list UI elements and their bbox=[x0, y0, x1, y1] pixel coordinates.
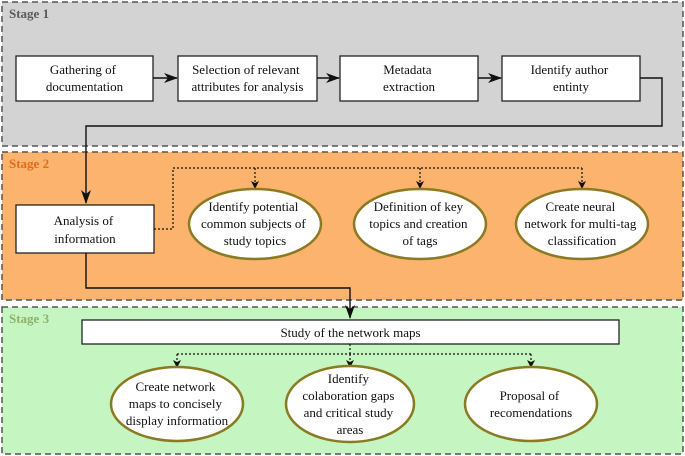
dotted-connector-stage2 bbox=[154, 167, 582, 230]
ellipse-network-maps bbox=[109, 365, 245, 443]
box-gathering-label: Gathering of documentation bbox=[46, 62, 124, 94]
stage3-title: Stage 3 bbox=[9, 311, 50, 326]
box-author bbox=[501, 55, 641, 102]
stage1-title: Stage 1 bbox=[9, 6, 49, 21]
box-author-label: Identify author entinty bbox=[531, 62, 612, 94]
box-analysis-label: Analysis of information bbox=[54, 213, 117, 246]
ellipse-key-topics bbox=[352, 187, 488, 261]
ellipse-common-subjects-label: Identify potential common subjects of st… bbox=[201, 199, 309, 248]
arrow-analysis-to-study bbox=[85, 253, 355, 319]
box-gathering bbox=[15, 55, 154, 102]
box-metadata-label: Metadata extraction bbox=[383, 62, 435, 94]
box-selection-label: Selection of relevant attributes for ana… bbox=[192, 62, 304, 94]
ellipse-network-maps-label: Create network maps to concisely display… bbox=[126, 379, 229, 428]
ellipse-recommendations bbox=[463, 365, 599, 443]
stage2-title: Stage 2 bbox=[9, 156, 49, 171]
box-study-maps bbox=[81, 319, 620, 345]
ellipse-common-subjects bbox=[187, 187, 323, 261]
box-metadata bbox=[339, 55, 479, 102]
ellipse-neural-network-label: Create neural network for multi-tag clas… bbox=[524, 199, 639, 248]
box-study-maps-label: Study of the network maps bbox=[280, 325, 420, 340]
ellipse-collaboration-gaps-label: Identify colaboration gaps and critical … bbox=[302, 371, 397, 437]
ellipse-neural-network bbox=[514, 187, 650, 261]
ellipse-recommendations-label: Proposal of recomendations bbox=[490, 388, 572, 420]
arrow-author-to-analysis bbox=[81, 77, 663, 204]
ellipse-key-topics-label: Definition of key topics and creation of… bbox=[369, 199, 470, 248]
box-analysis bbox=[15, 204, 155, 254]
ellipse-collaboration-gaps bbox=[284, 364, 416, 444]
